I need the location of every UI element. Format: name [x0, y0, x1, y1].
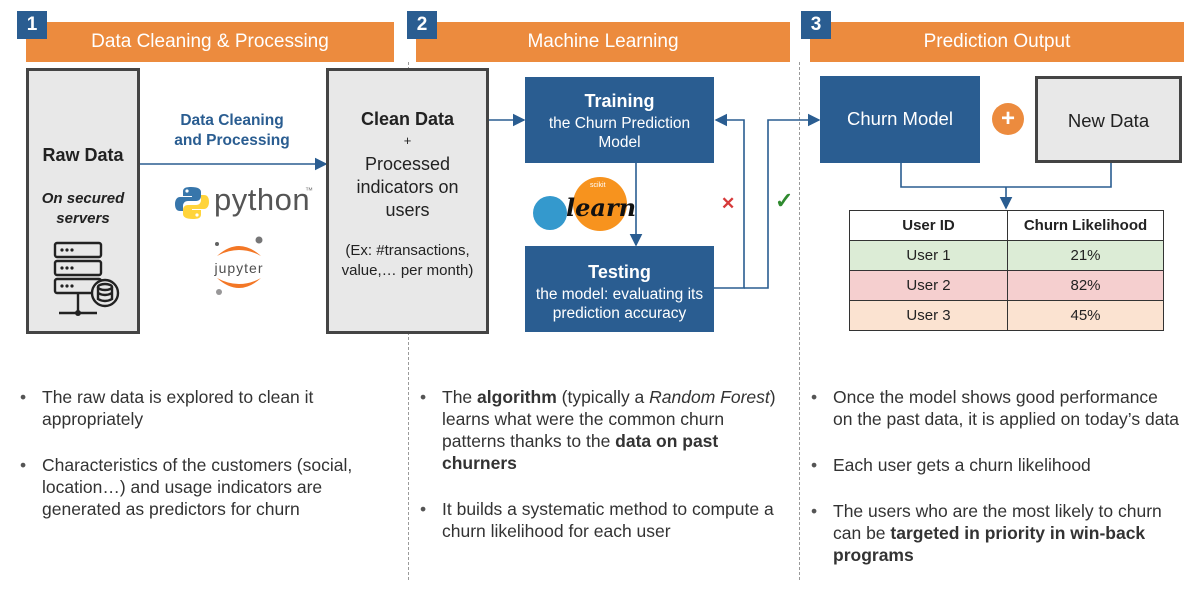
jupyter-logo-icon — [215, 236, 263, 295]
training-body: the Churn Prediction Model — [548, 115, 691, 151]
header-churn-likelihood: Churn Likelihood — [1007, 210, 1164, 241]
raw-data-title: Raw Data — [42, 145, 124, 165]
arrow-pass — [744, 113, 821, 289]
divider-2 — [799, 62, 800, 580]
bullet-text: The users who are the most likely to chu… — [833, 501, 1162, 543]
table-row: User 3 45% — [849, 300, 1164, 331]
jupyter-wordmark: jupyter — [214, 260, 264, 276]
bullet-text: algorithm — [477, 387, 557, 407]
section-3-number: 3 — [801, 11, 831, 39]
section-2-banner: Machine Learning — [416, 22, 790, 62]
cleaning-arrow-label: Data Cleaning and Processing — [174, 112, 290, 149]
likelihood-cell: 82% — [1007, 270, 1164, 301]
new-data-box: New Data — [1035, 76, 1182, 163]
python-wordmark: python — [214, 182, 311, 217]
user-id-cell: User 3 — [849, 300, 1008, 331]
testing-body: the model: evaluating its prediction acc… — [535, 286, 704, 322]
raw-data-box: Raw Data On secured servers — [26, 68, 140, 334]
bullet-text: data on past churners — [442, 431, 719, 473]
bullet-text: ) learns what were the common churn patt… — [442, 387, 776, 451]
bullet-item: Characteristics of the customers (social… — [20, 454, 390, 520]
bullet-text: Random Forest — [649, 387, 770, 407]
likelihood-cell: 45% — [1007, 300, 1164, 331]
bullet-text: It builds a systematic method to compute… — [442, 499, 774, 541]
python-trademark: ™ — [305, 186, 313, 195]
clean-data-example: (Ex: #transactions, value,… per month) — [341, 242, 474, 279]
bullet-text: The — [442, 387, 478, 407]
section-3-bullets: Once the model shows good performance on… — [811, 386, 1181, 590]
churn-model-box: Churn Model — [820, 76, 980, 163]
testing-box: Testing the model: evaluating its predic… — [525, 246, 714, 332]
bullet-item: The users who are the most likely to chu… — [811, 500, 1181, 566]
bullet-text: targeted in priority in win-back program… — [833, 523, 1146, 565]
arrow-merge-to-table — [900, 163, 1112, 208]
raw-data-subtitle: On secured servers — [41, 190, 125, 227]
bullet-item: The algorithm (typically a Random Forest… — [420, 386, 790, 474]
training-title: Training — [584, 91, 655, 111]
section-2-number: 2 — [407, 11, 437, 39]
header-user-id: User ID — [849, 210, 1008, 241]
plus-circle-icon: + — [992, 103, 1024, 135]
user-id-cell: User 1 — [849, 240, 1008, 271]
section-1-number: 1 — [17, 11, 47, 39]
churn-likelihood-table: User ID Churn Likelihood User 1 21% User… — [849, 210, 1164, 331]
scikit-label: scikit — [590, 182, 606, 189]
server-database-icon — [53, 241, 120, 316]
section-3-banner: Prediction Output — [810, 22, 1184, 62]
section-1-bullets: The raw data is explored to clean it app… — [20, 386, 390, 544]
bullet-item: The raw data is explored to clean it app… — [20, 386, 390, 430]
clean-data-plus: + — [403, 133, 412, 148]
churn-model-label: Churn Model — [847, 108, 953, 129]
section-2-bullets: The algorithm (typically a Random Forest… — [420, 386, 790, 566]
new-data-label: New Data — [1067, 110, 1150, 131]
likelihood-cell: 21% — [1007, 240, 1164, 271]
clean-data-body: Processed indicators on users — [356, 154, 459, 220]
user-id-cell: User 2 — [849, 270, 1008, 301]
bullet-item: Each user gets a churn likelihood — [811, 454, 1181, 476]
table-header-row: User ID Churn Likelihood — [849, 210, 1164, 241]
section-1-banner: Data Cleaning & Processing — [26, 22, 394, 62]
scikit-learn-logo-icon — [533, 177, 627, 231]
python-logo-icon — [175, 187, 209, 219]
bullet-text: Each user gets a churn likelihood — [833, 455, 1091, 475]
testing-title: Testing — [588, 262, 651, 282]
fail-cross-icon: ✕ — [721, 194, 736, 213]
bullet-text: Characteristics of the customers (social… — [42, 455, 353, 519]
table-row: User 1 21% — [849, 240, 1164, 271]
bullet-text: (typically a — [556, 387, 650, 407]
clean-data-box: Clean Data + Processed indicators on use… — [326, 68, 489, 334]
bullet-text: Once the model shows good performance on… — [833, 387, 1180, 429]
table-row: User 2 82% — [849, 270, 1164, 301]
learn-label: learn — [566, 193, 637, 222]
clean-data-title: Clean Data — [360, 109, 455, 129]
bullet-item: It builds a systematic method to compute… — [420, 498, 790, 542]
bullet-item: Once the model shows good performance on… — [811, 386, 1181, 430]
arrow-fail-loop — [714, 113, 745, 289]
pass-check-icon: ✓ — [775, 188, 794, 213]
bullet-text: The raw data is explored to clean it app… — [42, 387, 314, 429]
training-box: Training the Churn Prediction Model — [525, 77, 714, 163]
